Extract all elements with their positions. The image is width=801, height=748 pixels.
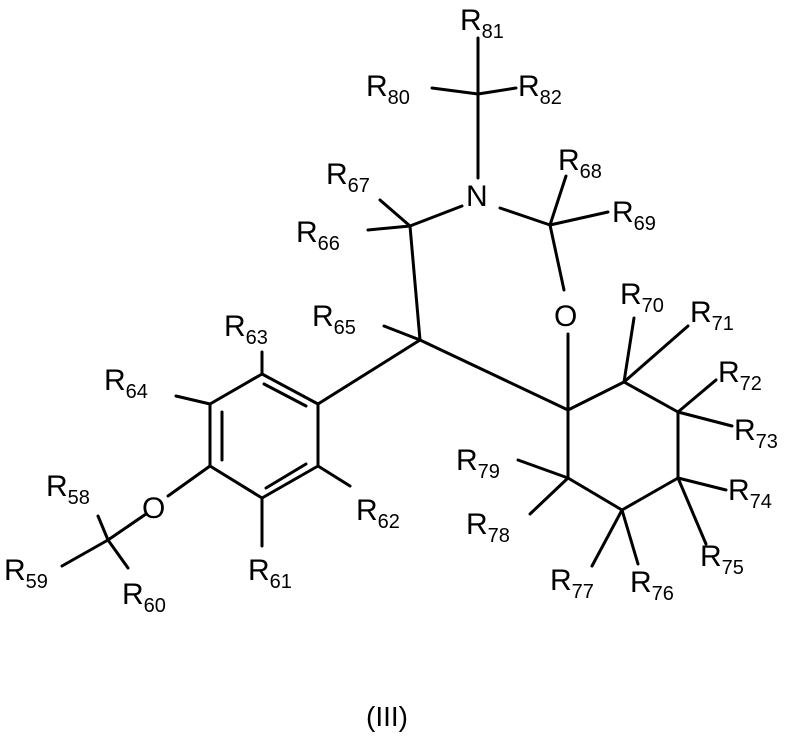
label-r59: R59 xyxy=(4,554,48,593)
bond-n-c66 xyxy=(408,204,464,228)
compound-label: (III) xyxy=(366,701,408,732)
atom-labels: N O O xyxy=(142,180,577,525)
label-r58: R58 xyxy=(46,470,90,509)
label-r63: R63 xyxy=(224,310,268,349)
label-r77: R77 xyxy=(550,564,594,603)
bond-r70 xyxy=(622,316,636,384)
ring-c1-c2 xyxy=(566,380,626,412)
label-r81: R81 xyxy=(460,4,504,43)
benzene-b2 xyxy=(208,372,264,406)
label-r60: R60 xyxy=(122,578,166,617)
ring-c5-c6 xyxy=(566,476,624,512)
bond-r74 xyxy=(676,476,728,492)
bond-n-c68 xyxy=(498,206,552,227)
benzene-b1 xyxy=(260,372,320,406)
bond-r77 xyxy=(590,508,624,568)
label-r67: R67 xyxy=(326,158,370,197)
bond-c66-r66 xyxy=(366,224,412,232)
bond-r75 xyxy=(676,476,708,546)
bond-r62 xyxy=(316,464,352,488)
bond-r73 xyxy=(676,410,734,428)
bond-aryl-o xyxy=(166,464,212,498)
bond-o-c58 xyxy=(106,512,148,542)
benzene-double-3 xyxy=(264,462,308,490)
oxygen-atom-top: O xyxy=(554,300,577,333)
bond-c68-r69 xyxy=(548,210,610,227)
label-r61: R61 xyxy=(248,554,292,593)
bond-r71 xyxy=(622,324,690,384)
label-r79: R79 xyxy=(456,444,500,483)
label-r74: R74 xyxy=(728,474,772,513)
label-r80: R80 xyxy=(366,70,410,109)
label-r72: R72 xyxy=(718,356,762,395)
bond-c68-r68 xyxy=(548,174,568,227)
label-r76: R76 xyxy=(630,566,674,605)
label-r65: R65 xyxy=(312,300,356,339)
bond-c58-r59 xyxy=(60,538,110,568)
bond-r79 xyxy=(516,458,570,480)
nitrogen-atom: N xyxy=(466,180,488,213)
label-r62: R62 xyxy=(356,494,400,533)
bond-c58-r60 xyxy=(106,538,130,570)
bond-r64 xyxy=(174,394,212,406)
bond-r76 xyxy=(620,508,640,566)
label-r66: R66 xyxy=(296,216,340,255)
bond-c65-ring xyxy=(418,338,570,412)
bond-c65-r65 xyxy=(382,324,422,342)
label-r75: R75 xyxy=(700,540,744,579)
oxygen-atom-aryl: O xyxy=(142,492,165,525)
benzene-b5 xyxy=(260,464,320,500)
substituent-labels: R81 R80 R82 R67 R66 R68 R69 R65 R63 R64 … xyxy=(4,4,778,617)
label-r68: R68 xyxy=(558,144,602,183)
label-r73: R73 xyxy=(734,414,778,453)
ring-c2-c3 xyxy=(622,380,680,414)
benzene-double-1 xyxy=(262,382,308,408)
bonds xyxy=(60,36,734,570)
benzene-b4 xyxy=(208,464,264,500)
label-r78: R78 xyxy=(466,508,510,547)
bond-c65-aryl xyxy=(316,338,422,406)
label-r64: R64 xyxy=(104,364,148,403)
label-r69: R69 xyxy=(612,196,656,235)
label-r82: R82 xyxy=(518,70,562,109)
bond-r72 xyxy=(676,378,718,414)
bond-c81-r80 xyxy=(430,86,480,96)
bond-r78 xyxy=(528,476,570,516)
bond-c81-r82 xyxy=(476,86,518,96)
bond-c66-c65 xyxy=(408,224,422,342)
bond-c68-o xyxy=(548,223,566,292)
ring-c4-c5 xyxy=(620,476,680,512)
label-r71: R71 xyxy=(690,296,734,335)
label-r70: R70 xyxy=(620,278,664,317)
bond-c66-r67 xyxy=(378,198,412,228)
bond-c58-r58 xyxy=(96,514,110,542)
